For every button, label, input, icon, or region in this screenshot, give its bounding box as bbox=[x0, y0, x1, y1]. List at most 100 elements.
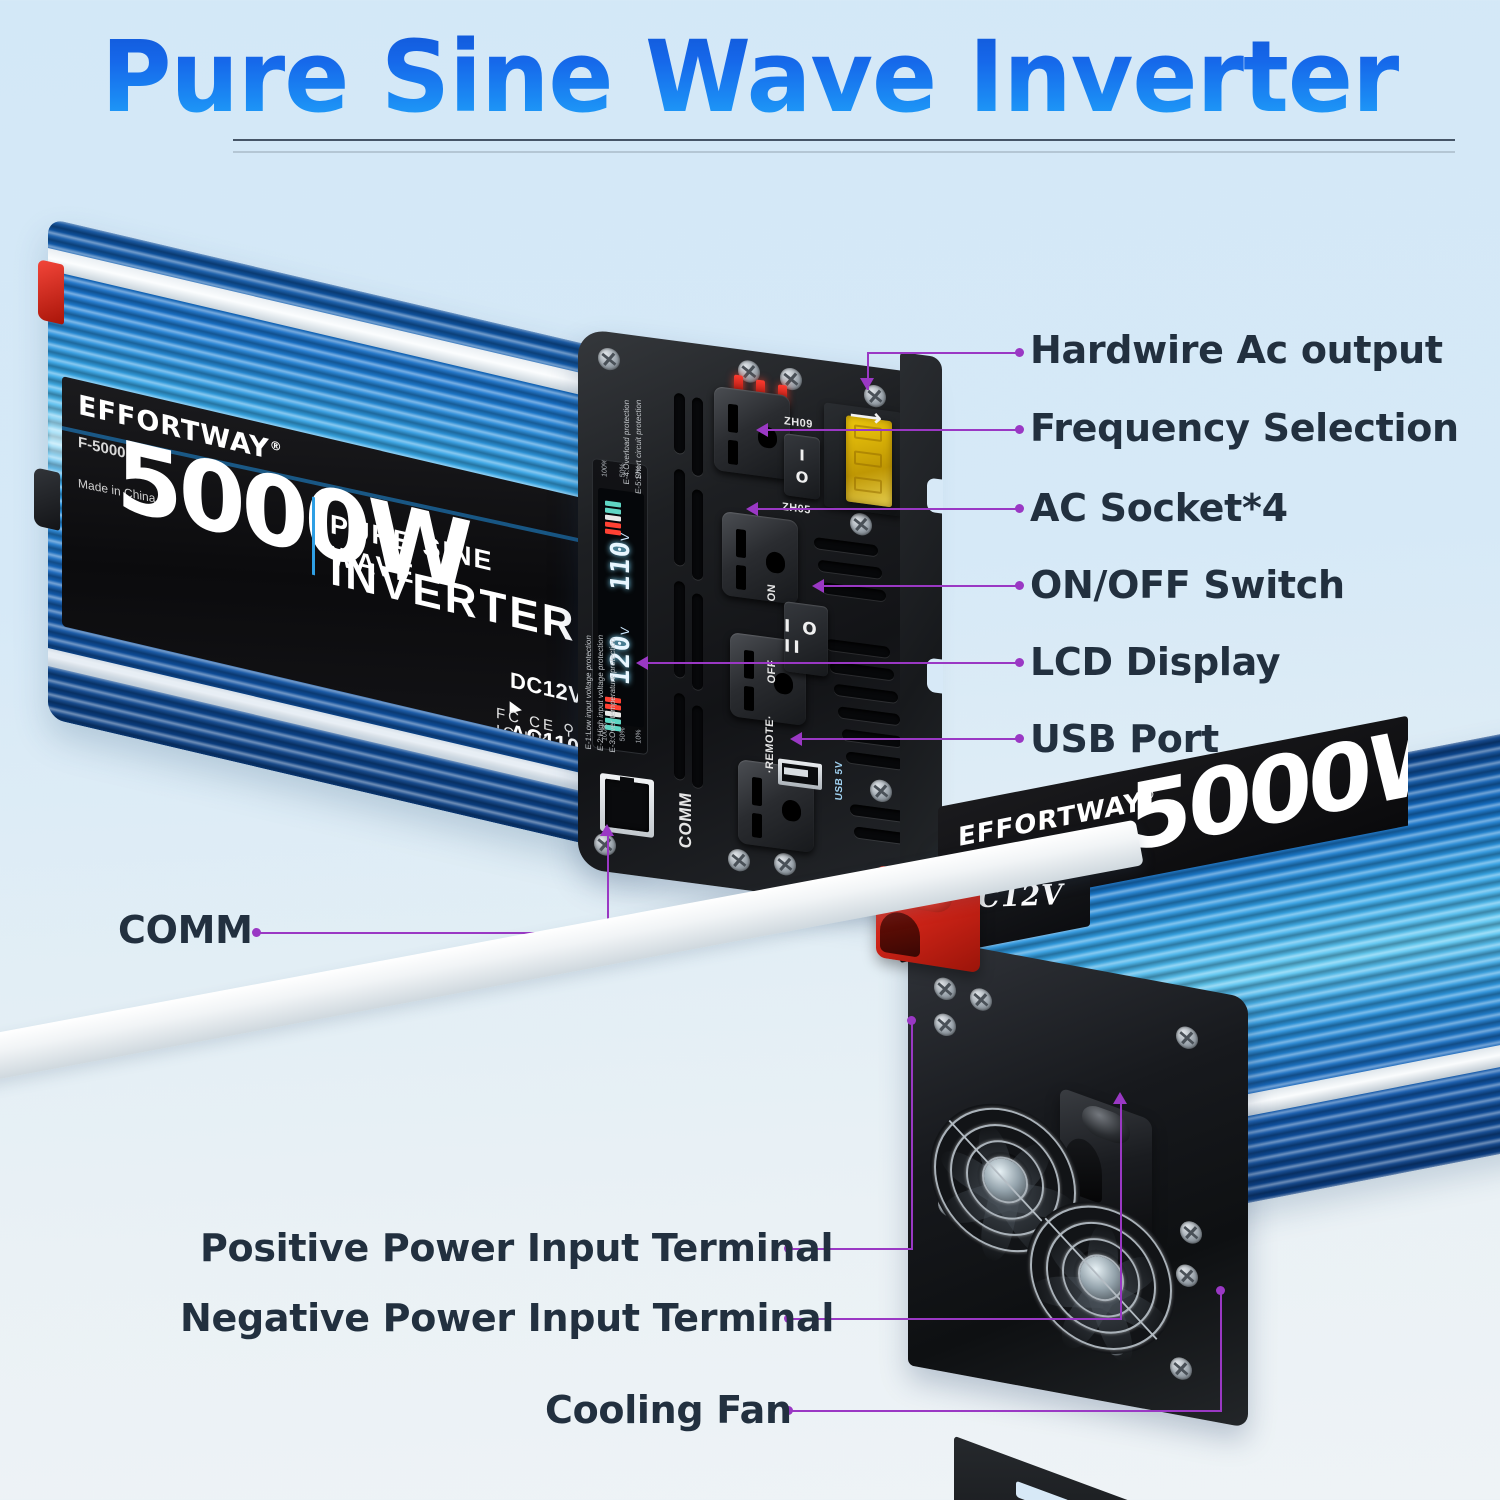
callout-comm: COMM bbox=[118, 908, 253, 952]
on-off-switch[interactable]: I O II bbox=[784, 601, 828, 677]
vent-slot bbox=[692, 489, 703, 581]
vent-slot bbox=[814, 537, 878, 557]
side-latch-dark bbox=[34, 466, 60, 532]
lcd-output-voltage-group: 110V bbox=[606, 515, 636, 609]
leader-line bbox=[762, 429, 1019, 431]
switch-on-label: ON bbox=[766, 583, 778, 603]
leader-arrow bbox=[746, 502, 758, 516]
usb-port-mouth bbox=[782, 762, 818, 786]
leader-line bbox=[642, 662, 1019, 664]
ac-socket-slot bbox=[744, 649, 754, 680]
rear-screw bbox=[1176, 1262, 1198, 1289]
leader-dot bbox=[907, 1016, 916, 1025]
callout-ac-socket: AC Socket*4 bbox=[1030, 486, 1288, 530]
callout-positive-terminal: Positive Power Input Terminal bbox=[200, 1226, 834, 1270]
protection-note: E-3:Over temperature protection bbox=[608, 637, 617, 754]
registered-mark: ® bbox=[269, 437, 283, 455]
positive-terminal-cable-hole bbox=[880, 909, 920, 958]
title-divider-secondary bbox=[233, 151, 1455, 153]
vent-slot bbox=[838, 706, 900, 726]
vent-slot bbox=[692, 397, 703, 477]
inverter-rear-unit: EFFORTWAY® F-5000P Made in China 5000W bbox=[860, 715, 1500, 1500]
ac-socket[interactable] bbox=[722, 510, 798, 605]
ac-socket-slot bbox=[736, 564, 746, 591]
callout-negative-terminal: Negative Power Input Terminal bbox=[180, 1296, 835, 1340]
panel-screw bbox=[774, 851, 796, 877]
lcd-pct-mark: 50% bbox=[619, 726, 627, 742]
callout-frequency-selection: Frequency Selection bbox=[1030, 406, 1459, 450]
mounting-foot bbox=[954, 1435, 1254, 1500]
protection-note: E-2:High input voltage protection bbox=[596, 634, 605, 752]
power-switch-marks: I O II bbox=[784, 616, 820, 659]
title-block: Pure Sine Wave Inverter bbox=[0, 26, 1500, 130]
leader-arrow bbox=[756, 423, 768, 437]
ac-socket-slot bbox=[752, 812, 762, 839]
leader-line bbox=[796, 738, 1019, 740]
usb-port-label: USB 5V bbox=[834, 760, 845, 802]
leader-dot bbox=[252, 928, 261, 937]
leader-line bbox=[258, 932, 609, 934]
frequency-selection-switch[interactable]: I O bbox=[784, 433, 820, 500]
rear-screw bbox=[970, 986, 992, 1013]
leader-arrow bbox=[1113, 1092, 1127, 1104]
leader-arrow bbox=[636, 656, 648, 670]
protection-note: E-5:Short circuit protection bbox=[634, 399, 643, 495]
leader-line bbox=[752, 508, 1019, 510]
foot-slot bbox=[1016, 1480, 1070, 1500]
leader-arrow bbox=[812, 579, 824, 593]
hardwire-arrow-icon: ⟶ bbox=[850, 401, 882, 431]
vent-slot bbox=[674, 392, 685, 455]
leader-dot bbox=[1015, 658, 1024, 667]
callout-on-off-switch: ON/OFF Switch bbox=[1030, 563, 1345, 607]
freq-switch-pos-o: O bbox=[795, 467, 809, 488]
side-latch-red bbox=[38, 258, 64, 326]
leader-dot bbox=[1015, 425, 1024, 434]
callout-cooling-fan: Cooling Fan bbox=[545, 1388, 792, 1432]
vent-slot bbox=[692, 705, 703, 789]
ac-socket-ground bbox=[766, 550, 785, 575]
leader-line bbox=[790, 1318, 1122, 1320]
leader-line bbox=[790, 1248, 913, 1250]
vent-slot bbox=[818, 559, 882, 580]
vent-slot bbox=[692, 593, 703, 691]
leader-arrow bbox=[860, 378, 874, 390]
callout-lcd-display: LCD Display bbox=[1030, 640, 1281, 684]
ac-socket-slot bbox=[736, 528, 746, 559]
leader-dot bbox=[1015, 504, 1024, 513]
hardwire-ac-output-terminal[interactable]: ⟶ bbox=[824, 401, 902, 517]
leader-line bbox=[790, 1410, 1222, 1412]
panel-screw bbox=[598, 346, 620, 372]
page-title: Pure Sine Wave Inverter bbox=[101, 20, 1399, 135]
rear-end-plate bbox=[908, 935, 1254, 1500]
rear-screw bbox=[934, 975, 956, 1002]
leader-dot bbox=[784, 1314, 793, 1323]
switch-remote-label: ·REMOTE· bbox=[764, 714, 776, 775]
protection-note: E-4:Overload protection bbox=[622, 399, 631, 485]
leader-dot bbox=[1216, 1286, 1225, 1295]
lcd-pct-mark: 100% bbox=[601, 458, 609, 478]
leader-line bbox=[1220, 1290, 1222, 1412]
leader-line bbox=[867, 352, 869, 390]
leader-dot bbox=[784, 1244, 793, 1253]
panel-screw bbox=[728, 847, 750, 873]
callout-hardwire-ac-output: Hardwire Ac output bbox=[1030, 328, 1443, 372]
rear-screw bbox=[934, 1011, 956, 1038]
leader-dot bbox=[1015, 734, 1024, 743]
leader-line bbox=[911, 1022, 913, 1250]
vent-slot bbox=[674, 692, 685, 781]
ac-socket[interactable] bbox=[714, 385, 790, 480]
cooling-fan bbox=[1026, 1188, 1176, 1367]
rear-screw bbox=[1180, 1219, 1202, 1246]
vent-slot bbox=[830, 661, 894, 681]
leader-line bbox=[867, 352, 1019, 354]
ac-socket-slot bbox=[744, 685, 754, 712]
lcd-output-voltage: 110 bbox=[606, 538, 636, 593]
leader-dot bbox=[1015, 348, 1024, 357]
negative-terminal-knob bbox=[1082, 1101, 1130, 1149]
label-divider bbox=[312, 496, 315, 576]
lcd-output-unit: V bbox=[618, 532, 632, 543]
leader-line bbox=[818, 585, 1019, 587]
comm-port-label: COMM bbox=[676, 791, 695, 850]
freq-switch-pos-i: I bbox=[799, 445, 805, 465]
